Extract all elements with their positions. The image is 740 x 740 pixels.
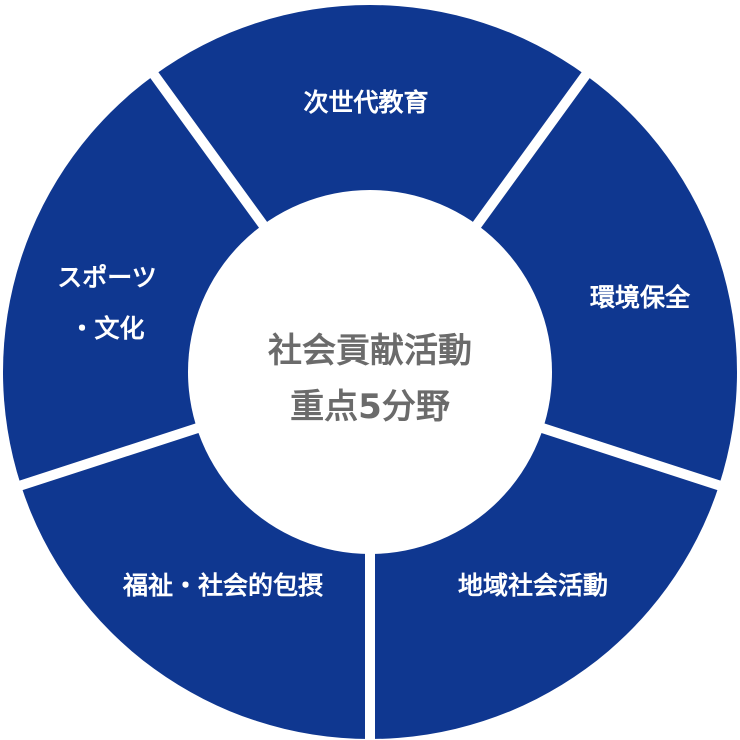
- segment-label-next-generation-education: 次世代教育: [303, 88, 428, 117]
- center-title-line-2: 重点5分野: [290, 387, 450, 427]
- segment-next-generation-education: [154, 4, 586, 372]
- segment-label-welfare-social-inclusion: 福祉・社会的包摂: [122, 571, 323, 600]
- segment-label-environmental-conservation: 環境保全: [590, 283, 691, 312]
- segment-label-community-activities: 地域社会活動: [458, 571, 608, 600]
- segment-label-sports-culture-line-1: スポーツ: [57, 263, 157, 292]
- segment-label-sports-culture-line-2: ・文化: [69, 314, 144, 343]
- center-circle: [188, 190, 552, 554]
- center-title-line-1: 社会貢献活動: [268, 331, 472, 371]
